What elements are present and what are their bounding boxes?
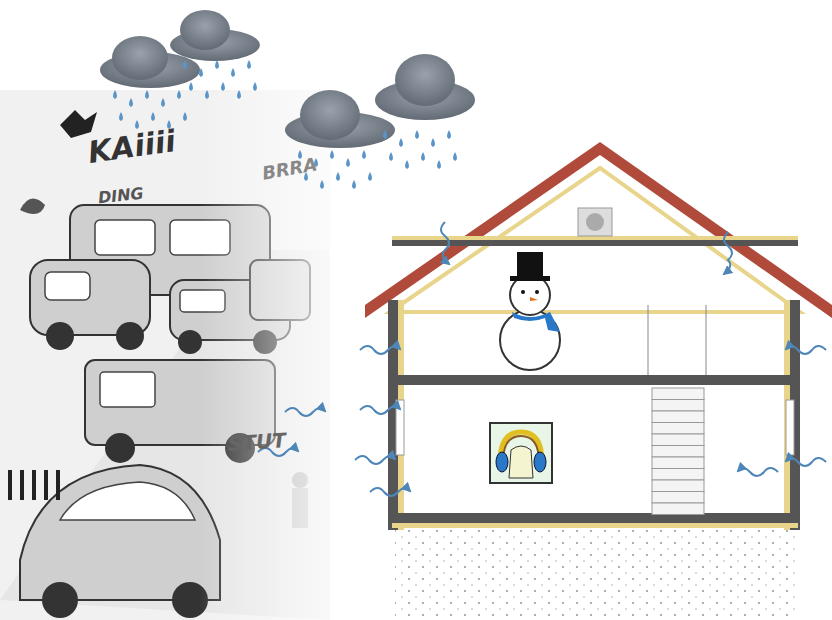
rain-drop xyxy=(253,82,257,91)
sound-wave xyxy=(786,346,826,354)
stair-step xyxy=(652,434,704,446)
rain-drop xyxy=(389,152,393,161)
rain-drop xyxy=(199,68,203,77)
stair-step xyxy=(652,446,704,458)
rain-drop xyxy=(145,90,149,99)
rain-drop xyxy=(336,172,340,181)
rain-drop xyxy=(231,68,235,77)
sound-wave xyxy=(360,406,400,414)
rain-drop xyxy=(383,130,387,139)
sound-word: DING xyxy=(97,186,144,207)
sound-wave xyxy=(738,468,778,476)
rain-drop xyxy=(205,90,209,99)
house-section xyxy=(365,142,832,620)
sound-wave xyxy=(724,232,732,274)
stair-step xyxy=(652,503,704,515)
stair-step xyxy=(652,480,704,492)
rain-drop xyxy=(183,60,187,69)
rain-drop xyxy=(320,180,324,189)
sound-wave xyxy=(355,456,395,464)
rain-drop xyxy=(453,152,457,161)
rain-drop xyxy=(346,158,350,167)
stair-step xyxy=(652,469,704,481)
rain-drop xyxy=(161,98,165,107)
stair-step xyxy=(652,423,704,435)
stair-step xyxy=(652,411,704,423)
sound-wave xyxy=(360,346,400,354)
rain-drop xyxy=(247,60,251,69)
rain-drop xyxy=(421,152,425,161)
stair-step xyxy=(652,400,704,412)
rain-drop xyxy=(183,112,187,121)
rain-drop xyxy=(352,180,356,189)
rain-drop xyxy=(237,90,241,99)
rain-drop xyxy=(437,160,441,169)
rain-drop xyxy=(221,82,225,91)
street-sketch xyxy=(0,80,380,620)
rain-drop xyxy=(177,90,181,99)
sound-wave-arrows xyxy=(258,222,826,496)
rain-drop xyxy=(368,172,372,181)
rain-drop xyxy=(129,98,133,107)
rain-drop xyxy=(151,112,155,121)
hearing-protection-icon xyxy=(490,423,552,483)
staircase xyxy=(652,388,704,515)
sound-wave xyxy=(441,222,449,264)
rain-drop xyxy=(447,130,451,139)
rain-drop xyxy=(113,90,117,99)
rain-drop xyxy=(330,150,334,159)
rain-drop xyxy=(215,60,219,69)
rain-drop xyxy=(405,160,409,169)
rain-drop xyxy=(415,130,419,139)
stair-step xyxy=(652,388,704,400)
stair-step xyxy=(652,492,704,504)
rain-drop xyxy=(135,120,139,129)
rain-drops xyxy=(113,60,457,189)
sound-wave xyxy=(370,488,410,496)
stair-step xyxy=(652,457,704,469)
rain-drop xyxy=(119,112,123,121)
rain-drop xyxy=(431,138,435,147)
rain-drop xyxy=(399,138,403,147)
sound-word: STUT xyxy=(227,430,286,454)
rain-drop xyxy=(362,150,366,159)
sound-wave xyxy=(786,458,826,466)
rain-drop xyxy=(189,82,193,91)
rain-clouds xyxy=(100,10,475,189)
snowman-cold-symbol xyxy=(500,252,560,370)
sound-wave xyxy=(285,408,325,416)
